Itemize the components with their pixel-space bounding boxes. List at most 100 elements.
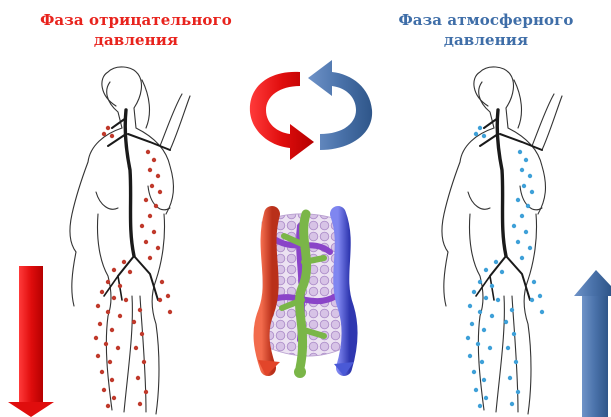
lymph-node-dot: [520, 256, 524, 260]
lymph-node-dot: [526, 204, 530, 208]
lymph-node-dot: [136, 376, 140, 380]
lymph-node-dot: [478, 126, 482, 130]
lymph-node-dot: [512, 224, 516, 228]
lymph-node-dot: [156, 174, 160, 178]
down-arrow-icon: [8, 266, 54, 417]
green-lymph-vessel: [299, 214, 306, 368]
lymph-node-dot: [152, 230, 156, 234]
lymph-node-dot: [510, 402, 514, 406]
lymph-node-dot: [100, 290, 104, 294]
lymph-node-dot: [108, 360, 112, 364]
lymph-node-dot: [96, 304, 100, 308]
lymph-node-dot: [104, 342, 108, 346]
lymph-node-dot: [476, 342, 480, 346]
lymph-node-dot: [468, 354, 472, 358]
lymph-node-dot: [110, 378, 114, 382]
lymph-node-dot: [112, 268, 116, 272]
lymph-node-dot: [154, 204, 158, 208]
lymph-node-dot: [146, 150, 150, 154]
lymph-node-dot: [524, 230, 528, 234]
lymph-node-dot: [482, 378, 486, 382]
lymph-node-dot: [152, 158, 156, 162]
lymph-node-dot: [490, 314, 494, 318]
lymph-node-dot: [496, 298, 500, 302]
lymph-node-dot: [138, 402, 142, 406]
lymph-node-dot: [490, 284, 494, 288]
lymph-node-dot: [168, 310, 172, 314]
lymph-node-dot: [148, 168, 152, 172]
body-figure-right: [442, 67, 562, 414]
lymph-node-dot: [482, 328, 486, 332]
lymph-node-dot: [132, 320, 136, 324]
lymph-node-dot: [106, 280, 110, 284]
lymph-node-dot: [510, 308, 514, 312]
lymph-node-dot: [142, 360, 146, 364]
lymph-node-dot: [144, 240, 148, 244]
lymph-node-dot: [140, 332, 144, 336]
lymph-node-dot: [532, 280, 536, 284]
lymph-node-dot: [148, 256, 152, 260]
lymph-node-dot: [466, 336, 470, 340]
lymph-node-dot: [150, 184, 154, 188]
lymph-node-dot: [96, 354, 100, 358]
red-cycle-arrow: [250, 72, 314, 160]
lymph-node-dot: [478, 280, 482, 284]
lymph-node-dot: [512, 332, 516, 336]
lymph-node-dot: [134, 346, 138, 350]
lymph-node-dot: [472, 370, 476, 374]
lymph-node-dot: [520, 168, 524, 172]
lymph-node-dot: [102, 132, 106, 136]
lymph-node-dot: [158, 298, 162, 302]
lymph-nodes-left: [94, 126, 172, 408]
lymph-node-dot: [500, 270, 504, 274]
lymph-node-dot: [480, 360, 484, 364]
lymph-node-dot: [148, 214, 152, 218]
lymph-node-dot: [528, 246, 532, 250]
lymph-node-dot: [516, 240, 520, 244]
lymph-node-dot: [472, 290, 476, 294]
lymph-node-dot: [144, 198, 148, 202]
lymph-node-dot: [128, 270, 132, 274]
lymph-node-dot: [110, 134, 114, 138]
lymph-node-dot: [518, 150, 522, 154]
lymph-nodes-right: [466, 126, 544, 408]
lymph-node-dot: [122, 260, 126, 264]
lymph-node-dot: [160, 280, 164, 284]
lymph-node-dot: [106, 404, 110, 408]
lymph-node-dot: [94, 336, 98, 340]
capillary-tissue-illustration: [258, 214, 354, 378]
lymph-node-dot: [118, 314, 122, 318]
lymph-node-dot: [470, 322, 474, 326]
lymph-node-dot: [522, 184, 526, 188]
lymph-node-dot: [156, 246, 160, 250]
lymph-node-dot: [520, 214, 524, 218]
lymph-node-dot: [106, 126, 110, 130]
lymph-node-dot: [484, 296, 488, 300]
lymph-node-dot: [166, 294, 170, 298]
lymph-node-dot: [540, 310, 544, 314]
lymph-node-dot: [508, 376, 512, 380]
lymph-node-dot: [478, 404, 482, 408]
lymph-node-dot: [494, 260, 498, 264]
lymph-node-dot: [116, 346, 120, 350]
lymph-node-dot: [504, 320, 508, 324]
lymph-node-dot: [484, 396, 488, 400]
lymph-node-dot: [158, 190, 162, 194]
lymph-node-dot: [514, 360, 518, 364]
lymph-node-dot: [112, 396, 116, 400]
lymph-node-dot: [140, 224, 144, 228]
lymph-node-dot: [124, 298, 128, 302]
lymph-node-dot: [516, 390, 520, 394]
lymph-node-dot: [516, 198, 520, 202]
lymph-node-dot: [118, 284, 122, 288]
lymph-node-dot: [538, 294, 542, 298]
blue-cycle-arrow: [308, 60, 372, 150]
lymph-node-dot: [468, 304, 472, 308]
lymph-node-dot: [478, 310, 482, 314]
up-arrow-icon: [574, 270, 611, 417]
body-figure-left: [70, 67, 190, 414]
lymph-node-dot: [144, 390, 148, 394]
lymph-node-dot: [474, 132, 478, 136]
circular-arrows-icon: [250, 60, 372, 160]
